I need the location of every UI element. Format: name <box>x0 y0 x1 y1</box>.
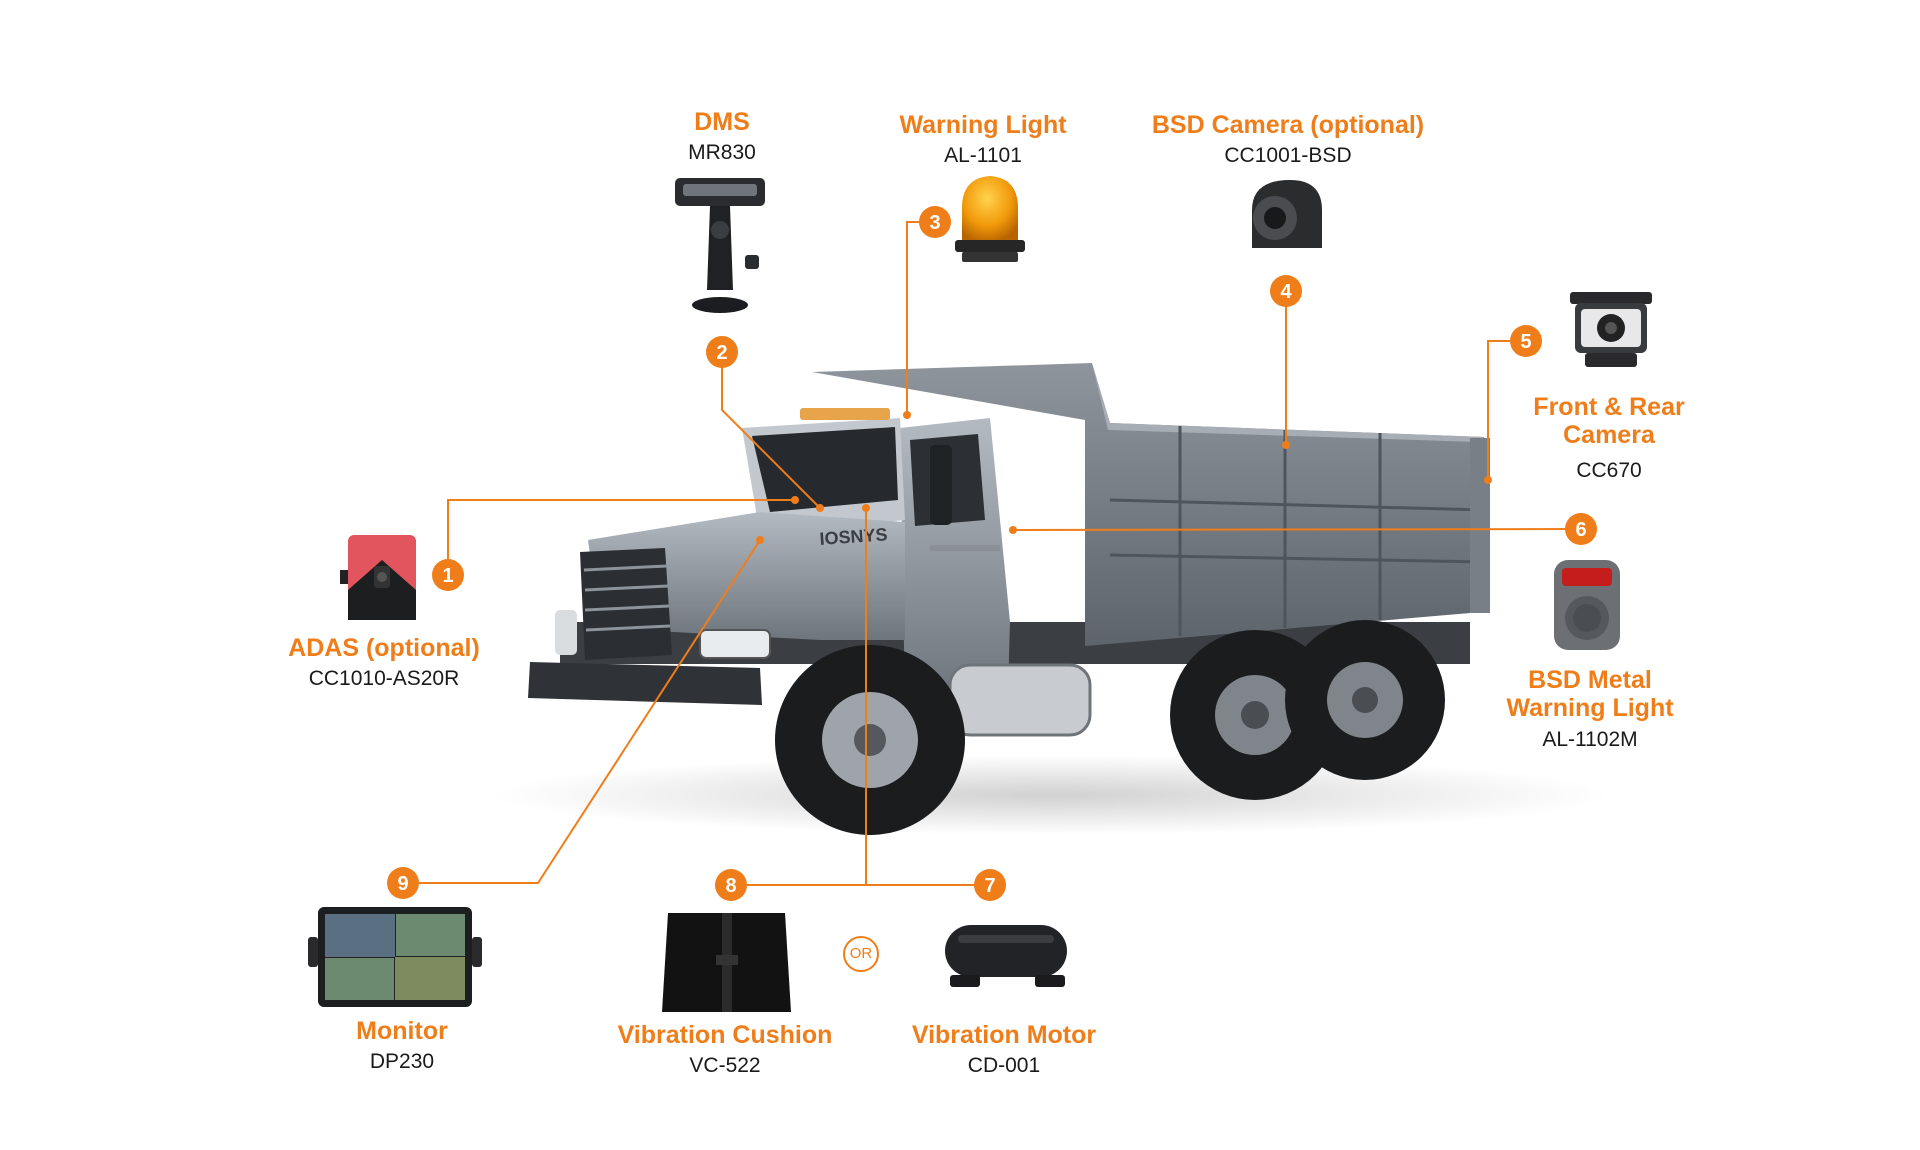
vibration-motor-icon <box>945 925 1067 987</box>
badge-number: 3 <box>929 212 940 234</box>
device-label-bsd-metal-warning-light: BSD Metal Warning Light AL-1102M <box>1506 666 1673 754</box>
device-title-line: Front & Rear <box>1533 393 1685 421</box>
dump-truck-icon: IOSNYS <box>490 363 1610 835</box>
badge-number: 5 <box>1520 331 1531 353</box>
adas-camera-icon <box>340 535 416 620</box>
truck-grille <box>580 548 672 660</box>
badge-4: 4 <box>1270 275 1302 307</box>
truck-door-handle <box>930 545 1000 551</box>
device-label-monitor: Monitor DP230 <box>356 1017 448 1076</box>
bsd-warning-light-icon <box>1554 560 1620 650</box>
truck-headlight <box>699 629 771 659</box>
device-model: AL-1101 <box>944 144 1022 167</box>
warning-beacon-icon <box>955 176 1025 262</box>
device-title-line: Warning Light <box>1506 694 1674 722</box>
connector-line-1 <box>447 499 795 575</box>
badge-6: 6 <box>1565 513 1597 545</box>
device-model: DP230 <box>369 1050 435 1073</box>
device-label-adas: ADAS (optional) CC1010-AS20R <box>288 634 480 693</box>
truck-bumper <box>528 662 762 705</box>
truck-side-light <box>555 610 577 655</box>
device-label-warning-light: Warning Light AL-1101 <box>899 111 1066 170</box>
truck-grille-bars <box>583 564 671 632</box>
connector-line-9 <box>403 539 761 884</box>
device-title: DMS <box>694 108 750 136</box>
badge-number: 2 <box>716 342 727 364</box>
truck-dump-bed-rim <box>1092 363 1484 442</box>
device-label-dms: DMS MR830 <box>688 108 756 167</box>
device-label-vibration-motor: Vibration Motor CD-001 <box>912 1021 1096 1080</box>
badge-8: 8 <box>715 869 747 901</box>
badge-number: 4 <box>1280 281 1292 303</box>
badge-1: 1 <box>432 559 464 591</box>
truck-shadow <box>490 755 1610 835</box>
device-title-line: BSD Metal <box>1528 666 1652 694</box>
connector-line-2 <box>721 352 821 509</box>
connector-line-5 <box>1487 340 1526 480</box>
badge-5: 5 <box>1510 325 1542 357</box>
or-separator: OR <box>843 936 879 972</box>
connector-lines <box>403 221 1582 886</box>
device-model: CC1001-BSD <box>1224 144 1352 167</box>
side-camera-icon <box>1252 180 1322 248</box>
monitor-icon <box>308 907 482 1007</box>
badge-3: 3 <box>919 206 951 238</box>
badge-number: 9 <box>397 873 408 895</box>
device-title: Warning Light <box>899 111 1067 139</box>
device-title: Vibration Motor <box>911 1021 1097 1049</box>
truck-roof-lights <box>800 408 890 420</box>
vibration-cushion-icon <box>662 913 791 1012</box>
badge-number: 6 <box>1575 519 1586 541</box>
rear-camera-icon <box>1570 292 1652 367</box>
badge-2: 2 <box>706 336 738 368</box>
badge-7: 7 <box>974 869 1006 901</box>
cab-logo-text: IOSNYS <box>819 524 888 549</box>
device-model: CC670 <box>1576 459 1642 482</box>
badge-number: 1 <box>442 565 453 587</box>
device-model: CC1010-AS20R <box>308 667 460 690</box>
device-title: Vibration Cushion <box>617 1021 833 1049</box>
truck-wheel-rear-2 <box>1285 620 1445 780</box>
truck-mirror <box>930 445 952 525</box>
badge-9: 9 <box>387 867 419 899</box>
device-label-front-rear-camera: Front & Rear Camera CC670 <box>1533 393 1684 485</box>
truck-windshield <box>752 427 898 512</box>
badge-number: 8 <box>725 875 736 897</box>
device-label-bsd-camera: BSD Camera (optional) CC1001-BSD <box>1152 111 1424 170</box>
device-title: BSD Camera (optional) <box>1151 111 1425 139</box>
device-model: MR830 <box>688 141 756 164</box>
device-model: VC-522 <box>689 1054 761 1077</box>
device-model: CD-001 <box>967 1054 1041 1077</box>
truck-fuel-tank <box>948 663 1092 737</box>
device-title: ADAS (optional) <box>288 634 480 662</box>
device-model: AL-1102M <box>1542 728 1638 751</box>
truck-wheel-front <box>775 645 965 835</box>
device-label-vibration-cushion: Vibration Cushion VC-522 <box>618 1021 833 1080</box>
connector-endpoints <box>756 411 1492 544</box>
device-title: Monitor <box>356 1017 448 1045</box>
dms-camera-icon <box>675 178 765 313</box>
device-title-line: Camera <box>1563 421 1655 449</box>
badge-number: 7 <box>984 875 995 897</box>
connector-line-6 <box>1012 528 1582 531</box>
